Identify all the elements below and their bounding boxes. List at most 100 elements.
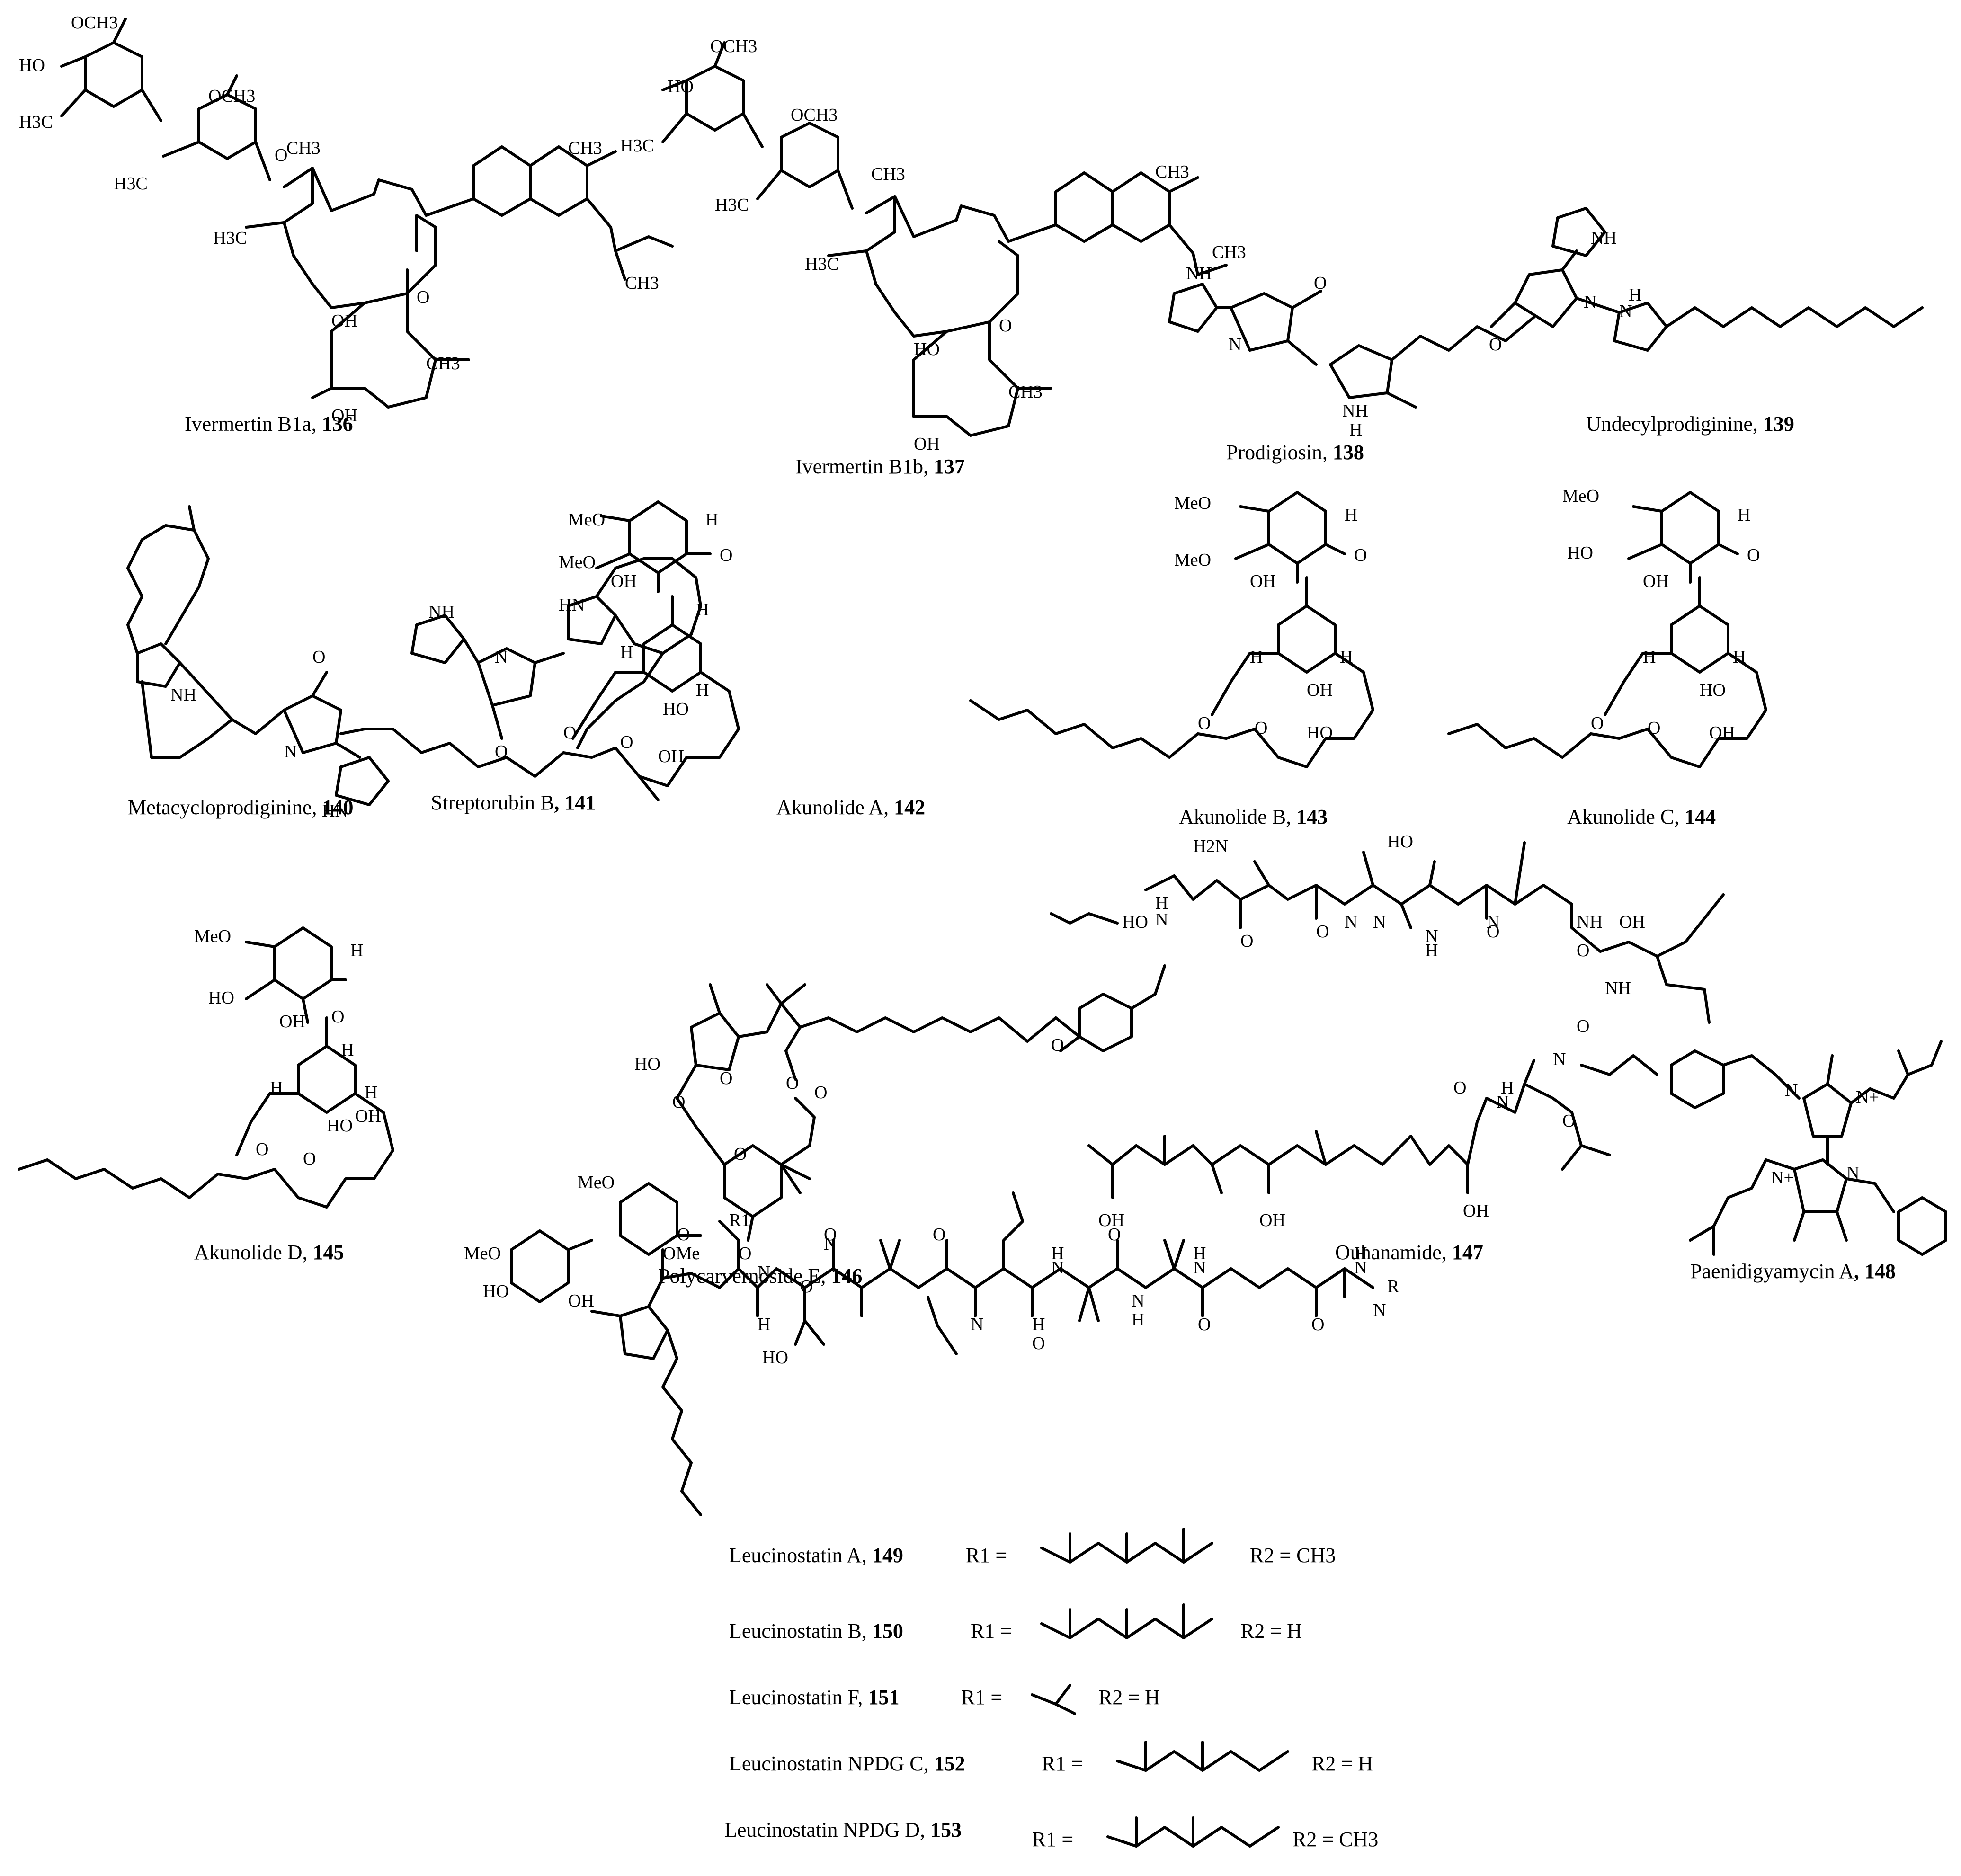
leucinostatin-row-150: Leucinostatin B, 150 R1 = R2 = H: [729, 1603, 1302, 1643]
compound-number: 136: [322, 412, 353, 436]
atom-label: OH: [331, 311, 357, 331]
r2-label: R2 = CH3: [1292, 1828, 1378, 1851]
atom-label: O: [1747, 545, 1760, 565]
compound-number: 137: [934, 455, 965, 478]
atom-label: O: [720, 545, 732, 565]
atom-label: HO: [208, 988, 234, 1008]
atom-label: O: [1198, 713, 1211, 733]
atom-label: H: [1733, 647, 1746, 667]
atom-label: OH: [1643, 571, 1669, 591]
atom-label: O: [1311, 1315, 1324, 1334]
atom-label: O: [1562, 1111, 1575, 1131]
compound-number: 144: [1685, 805, 1716, 828]
atom-label: N: [1051, 1258, 1064, 1278]
atom-label: HO: [1387, 832, 1413, 852]
compound-name: Akunolide C,: [1567, 805, 1685, 828]
compound-label-136: Ivermertin B1a, 136: [185, 412, 353, 436]
atom-label: O: [1198, 1315, 1211, 1334]
atom-label: CH3: [1212, 242, 1246, 262]
compound-label-144: Akunolide C, 144: [1567, 805, 1716, 828]
atom-label: H3C: [19, 112, 53, 132]
atom-label: OH: [658, 747, 684, 766]
atom-label: H: [696, 680, 709, 700]
compound-label-152: Leucinostatin NPDG C, 152: [729, 1752, 965, 1775]
atom-label: HO: [1700, 680, 1726, 700]
atom-label: H: [1354, 1244, 1367, 1263]
atom-label: O: [256, 1139, 268, 1159]
atom-label: H: [758, 1315, 770, 1334]
atom-label: H: [1501, 1078, 1514, 1098]
compound-name: Leucinostatin NPDG C,: [729, 1752, 934, 1775]
r1-label: R1 =: [961, 1686, 1002, 1709]
atom-label: MeO: [1174, 550, 1211, 570]
compound-label-143: Akunolide B, 143: [1179, 805, 1328, 828]
atom-label: OH: [1098, 1210, 1124, 1230]
compound-number: 147: [1452, 1241, 1483, 1264]
atom-label: OH: [1463, 1201, 1489, 1221]
compound-number: 149: [872, 1544, 903, 1567]
structure-leucinostatin-core: O R1 N H O N HO O O N H O H N O N H O H …: [590, 1191, 1399, 1516]
atom-label: N: [1496, 1092, 1509, 1112]
atom-label: NH: [1577, 912, 1603, 932]
atom-label: N: [1584, 292, 1596, 312]
leucinostatin-row-151: Leucinostatin F, 151 R1 = R2 = H: [729, 1684, 1160, 1715]
structure-142: MeO MeO OH H O H H H O O HO OH Akunolide…: [339, 500, 925, 819]
compound-name: Metacycloprodiginine,: [128, 796, 322, 819]
atom-label: O: [677, 1225, 690, 1245]
compound-number: 151: [868, 1686, 899, 1709]
compound-name: Ivermertin B1a,: [185, 412, 322, 436]
atom-label: H: [1425, 941, 1438, 960]
atom-label: R: [1387, 1277, 1399, 1297]
atom-label: H: [705, 510, 718, 530]
compound-label-150: Leucinostatin B, 150: [729, 1619, 903, 1643]
atom-label: OMe: [663, 1244, 700, 1263]
atom-label: O: [275, 145, 287, 165]
compound-label-141: Streptorubin B, 141: [431, 791, 596, 814]
compound-label-142: Akunolide A, 142: [776, 796, 925, 819]
atom-label: N: [1846, 1163, 1859, 1183]
atom-label: N: [1354, 1258, 1367, 1278]
atom-label: CH3: [568, 138, 602, 158]
compound-number: , 148: [1854, 1260, 1896, 1283]
atom-label: H: [1340, 647, 1353, 667]
atom-label: H: [1032, 1315, 1045, 1334]
atom-label: O: [1051, 1035, 1064, 1055]
compound-name: Paenidigyamycin A: [1690, 1260, 1854, 1283]
atom-label: N+: [1771, 1168, 1794, 1188]
structure-147: H2N HO HO H N N N N H N NH NH OH N O O O…: [1050, 832, 1725, 1264]
r2-label: R2 = CH3: [1250, 1544, 1336, 1567]
atom-label: O: [933, 1225, 945, 1245]
atom-label: N: [1553, 1049, 1566, 1069]
atom-label: H: [1193, 1244, 1206, 1263]
compound-label-147: Ouhanamide, 147: [1335, 1241, 1483, 1264]
atom-label: H: [1132, 1310, 1144, 1330]
r2-label: R2 = H: [1311, 1752, 1373, 1775]
atom-label: O: [1255, 718, 1267, 738]
atom-label: O: [620, 732, 633, 752]
r1-label: R1 =: [971, 1619, 1012, 1643]
atom-label: O: [1032, 1334, 1045, 1353]
compound-name: Leucinostatin F,: [729, 1686, 868, 1709]
atom-label: H: [1349, 420, 1362, 440]
atom-label: H: [1250, 647, 1263, 667]
atom-label: OH: [1619, 912, 1645, 932]
atom-label: H3C: [620, 136, 654, 156]
atom-label: H: [341, 1040, 354, 1060]
atom-label: N: [758, 1263, 770, 1282]
compound-label-151: Leucinostatin F, 151: [729, 1686, 899, 1709]
atom-label: O: [999, 316, 1012, 336]
atom-label: O: [786, 1073, 799, 1093]
structure-138: NH N O NH H Prodigiosin, 138: [1168, 264, 1535, 464]
atom-label: O: [331, 1007, 344, 1027]
atom-label: N: [284, 742, 297, 762]
compound-name: Akunolide B,: [1179, 805, 1296, 828]
compound-name: Streptorubin B: [431, 791, 554, 814]
atom-label: CH3: [871, 164, 905, 184]
compound-number: 140: [322, 796, 354, 819]
compound-name: Leucinostatin B,: [729, 1619, 872, 1643]
atom-label: MeO: [464, 1244, 501, 1263]
atom-label: HO: [668, 77, 694, 97]
r2-label: R2 = H: [1240, 1619, 1302, 1643]
atom-label: OCH3: [208, 86, 255, 106]
